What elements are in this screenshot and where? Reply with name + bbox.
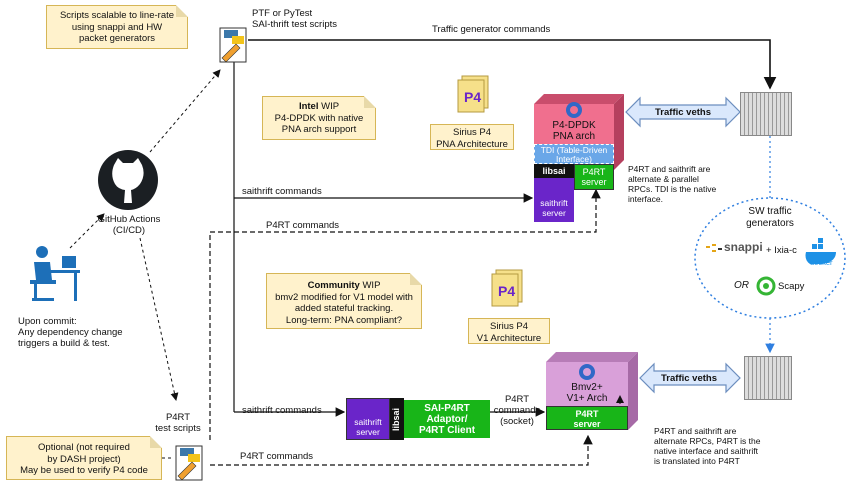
p4rt-bottom-dashed-line — [210, 434, 593, 466]
p4rt-top-dashed-line — [209, 188, 601, 440]
sw-traffic-generators-label: SW traffic generators — [746, 206, 794, 229]
svg-text:P4: P4 — [464, 89, 481, 105]
saithrift-commands-bottom-label: saithrift commands — [242, 405, 322, 416]
docker-icon — [805, 238, 836, 264]
sirius-v1-label: Sirius P4 V1 Architecture — [468, 318, 550, 344]
or-label: OR — [734, 280, 749, 291]
sirius-pna-icon: P4 — [457, 75, 489, 113]
note-optional-text: Optional (not required by DASH project) … — [20, 442, 148, 476]
bmv2-block: Bmv2+ V1+ Arch — [566, 382, 608, 404]
github-to-p4rt-dotted — [139, 237, 179, 401]
sirius-v1-icon: P4 — [491, 269, 523, 307]
p4rt-commands-socket-label: P4RT commands (socket) — [493, 394, 541, 427]
bmv2-box-top — [546, 352, 638, 362]
github-actions-label: GitHub Actions (CI/CD) — [97, 214, 161, 236]
snappi-icon — [706, 244, 722, 252]
p4rt-parallel-note: P4RT and saithrift are alternate & paral… — [628, 164, 717, 204]
note-intel-wip: Intel WIP P4-DPDK with native PNA arch s… — [262, 96, 376, 140]
github-to-ptf-dotted — [149, 69, 221, 153]
libsai-bottom-block: libsai — [390, 398, 404, 440]
p4rt-server-bottom-block: P4RT server — [546, 406, 628, 430]
scapy-icon — [756, 276, 776, 296]
saithrift-server-top-block: saithrift server — [534, 178, 574, 222]
bmv2-box-side — [628, 352, 638, 430]
traffic-veths-bottom-label: Traffic veths — [661, 373, 717, 384]
p4dpdk-box-top — [534, 94, 624, 104]
note-scripts-scalable-text: Scripts scalable to line-rate using snap… — [59, 10, 175, 44]
docker-label: docker — [810, 258, 833, 267]
ptf-scripts-label: PTF or PyTest SAI-thrift test scripts — [252, 8, 337, 30]
tdi-block: TDI (Table-Driven Interface) — [534, 144, 614, 164]
sw-traffic-gen-ellipse — [694, 197, 846, 319]
snappi-label: snappi — [724, 240, 763, 254]
saithrift-server-bottom-block: saithrift server — [346, 398, 390, 440]
commit-dotted-line — [69, 213, 105, 249]
sirius-v1-text: Sirius P4 V1 Architecture — [476, 321, 542, 344]
libsai-top-block: libsai — [534, 164, 574, 178]
note-scripts-scalable: Scripts scalable to line-rate using snap… — [46, 5, 188, 49]
note-intel-text: WIP P4-DPDK with native PNA arch support — [274, 101, 364, 135]
ptf-script-icon — [219, 27, 247, 63]
traffic-veths-top-label: Traffic veths — [655, 107, 711, 118]
svg-text:P4: P4 — [498, 283, 515, 299]
note-community-text: WIP bmv2 modified for V1 model with adde… — [275, 280, 413, 326]
traffic-gen-commands-label: Traffic generator commands — [432, 24, 551, 35]
note-community-bold: Community — [307, 280, 360, 291]
traffic-gen-command-line — [248, 39, 777, 90]
p4rt-commands-top-label: P4RT commands — [266, 220, 340, 231]
p4rt-script-icon — [175, 445, 203, 481]
note-optional: Optional (not required by DASH project) … — [6, 436, 162, 480]
switch-rack-top-icon — [740, 92, 792, 136]
note-community-wip: Community WIP bmv2 modified for V1 model… — [266, 273, 422, 329]
upon-commit-label: Upon commit: Any dependency change trigg… — [18, 316, 123, 349]
note-intel-bold: Intel — [298, 101, 319, 112]
ixia-c-label: + Ixia-c — [766, 245, 797, 256]
switch-rack-bottom-icon — [744, 356, 792, 400]
sirius-pna-text: Sirius P4 PNA Architecture — [436, 127, 508, 150]
sai-p4rt-adaptor-block: SAI-P4RT Adaptor/ P4RT Client — [404, 400, 490, 438]
sirius-pna-label: Sirius P4 PNA Architecture — [430, 124, 514, 150]
scapy-label: Scapy — [778, 281, 805, 292]
p4dpdk-box-side — [614, 94, 624, 170]
saithrift-commands-top-label: saithrift commands — [242, 186, 322, 197]
p4dpdk-block: P4-DPDK PNA arch — [552, 120, 596, 142]
p4rt-alternate-note: P4RT and saithrift are alternate RPCs, P… — [654, 426, 761, 466]
p4rt-test-scripts-label: P4RT test scripts — [155, 412, 201, 434]
developer-icon — [30, 246, 80, 301]
traffic-veths-bottom-arrow — [639, 362, 741, 394]
p4rt-server-top-block: P4RT server — [574, 164, 614, 190]
p4rt-commands-bottom-label: P4RT commands — [240, 451, 314, 462]
